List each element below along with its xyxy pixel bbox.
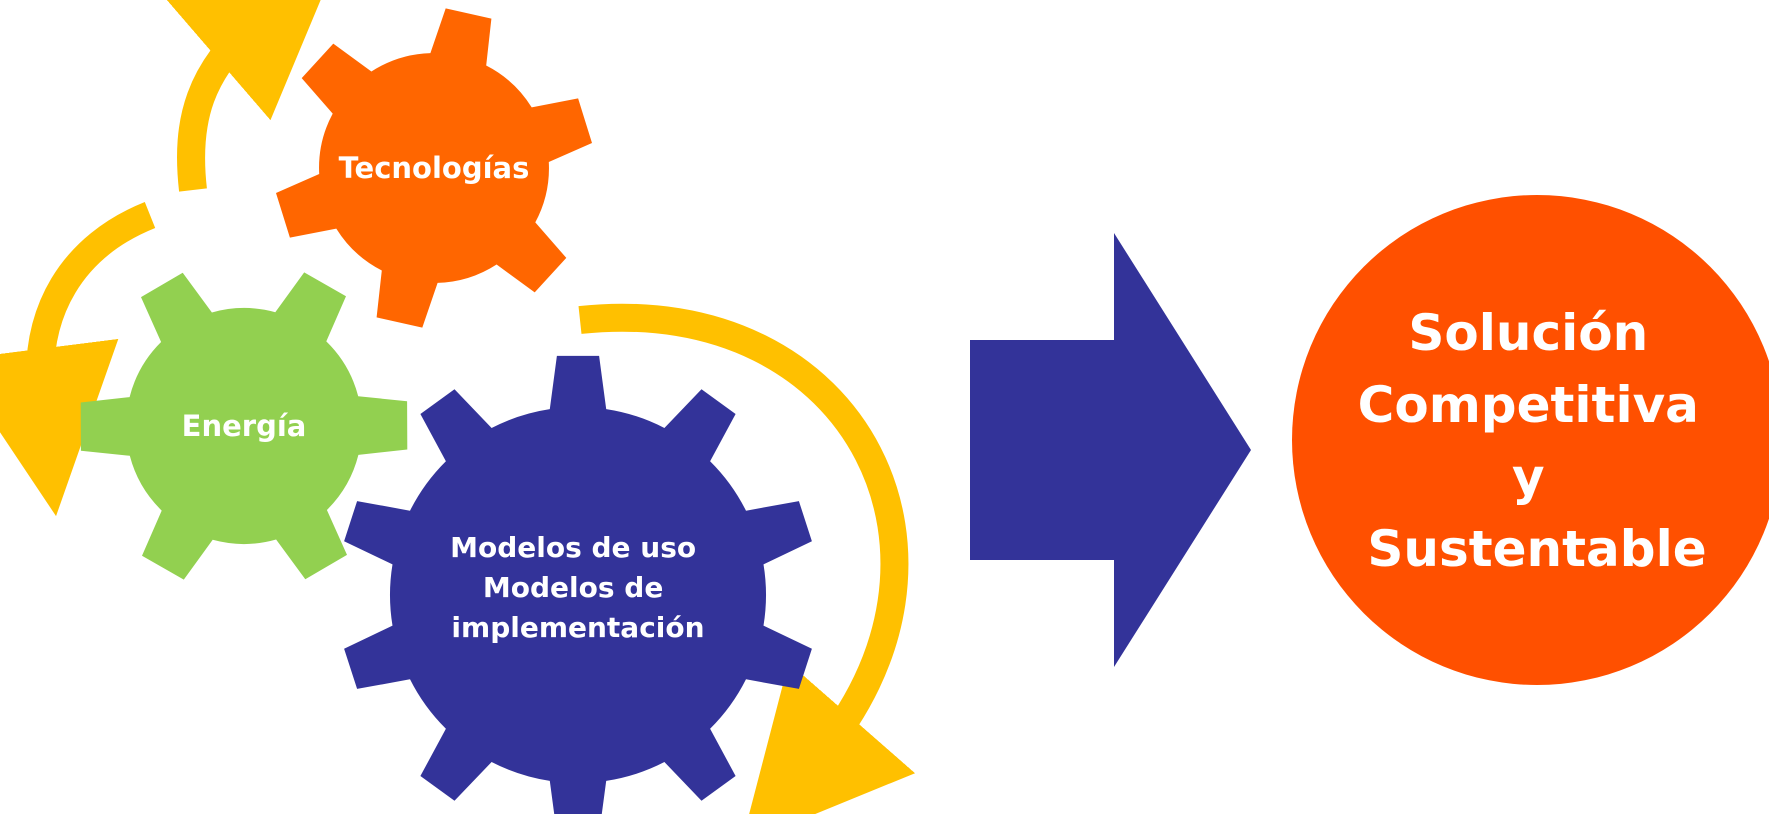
big-right-arrow bbox=[970, 233, 1251, 667]
cycle-arrow-to-modelos bbox=[578, 303, 916, 814]
gear-tecnologias: Tecnologías bbox=[276, 8, 592, 328]
gear-modelos-label: Modelos de uso Modelos de implementación bbox=[450, 531, 706, 644]
gear-energia-label: Energía bbox=[182, 409, 307, 443]
result-circle-shape bbox=[1292, 195, 1769, 685]
result-circle: Solución Competitiva y Sustentable bbox=[1292, 195, 1769, 685]
cycle-arrow-to-energia bbox=[0, 202, 156, 517]
result-label: Solución Competitiva y Sustentable bbox=[1358, 304, 1717, 578]
gear-energia-shape bbox=[80, 272, 408, 580]
cycle-arrow-to-tecnologias bbox=[160, 0, 343, 192]
gear-modelos-shape bbox=[344, 355, 812, 814]
gear-modelos: Modelos de uso Modelos de implementación bbox=[344, 355, 812, 814]
gear-tecnologias-shape bbox=[276, 8, 592, 328]
gear-energia: Energía bbox=[80, 272, 408, 580]
cycle-arrows bbox=[0, 0, 916, 814]
gear-tecnologias-label: Tecnologías bbox=[339, 151, 530, 185]
